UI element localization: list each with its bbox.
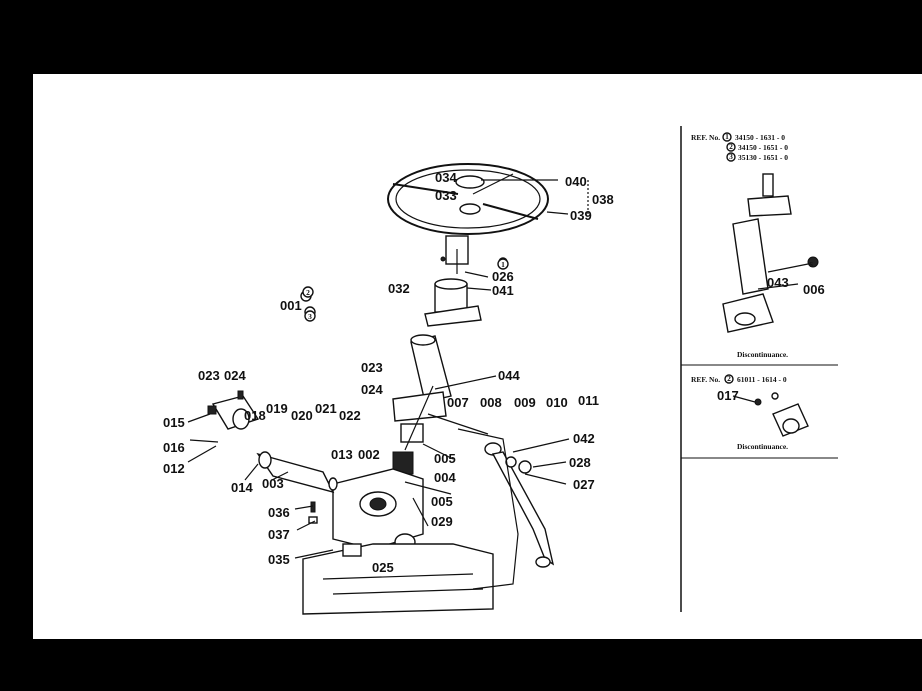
inset-column-drawing xyxy=(722,173,819,333)
label-007: 007 xyxy=(447,395,469,410)
callout-3: 3 xyxy=(308,312,312,321)
label-033: 033 xyxy=(435,188,457,203)
ref1-caption: Discontinuance. xyxy=(737,350,788,359)
callout-2: 2 xyxy=(306,288,310,297)
steering-parts-diagram: 034 033 040 038 039 001 032 026 041 023 … xyxy=(163,126,838,615)
label-017: 017 xyxy=(717,388,739,403)
label-019: 019 xyxy=(266,401,288,416)
label-022: 022 xyxy=(339,408,361,423)
label-044: 044 xyxy=(498,368,520,383)
ref1-title: REF. No. xyxy=(691,133,720,142)
steering-gearbox xyxy=(302,468,494,615)
label-026: 026 xyxy=(492,269,514,284)
label-024: 024 xyxy=(361,382,383,397)
svg-text:2: 2 xyxy=(729,142,733,151)
label-023: 023 xyxy=(361,360,383,375)
ref2-title: REF. No. xyxy=(691,375,720,384)
label-009: 009 xyxy=(514,395,536,410)
label-006: 006 xyxy=(803,282,825,297)
callout-markers: 2 3 1 xyxy=(302,258,509,322)
label-005-upper: 005 xyxy=(434,451,456,466)
label-041: 041 xyxy=(492,283,514,298)
label-027: 027 xyxy=(573,477,595,492)
label-016: 016 xyxy=(163,440,185,455)
label-028: 028 xyxy=(569,455,591,470)
label-043: 043 xyxy=(767,275,789,290)
svg-text:2: 2 xyxy=(727,374,731,383)
drag-link-assembly xyxy=(457,428,555,590)
ref1-line3: 35130 - 1651 - 0 xyxy=(738,153,788,162)
inset-flange-drawing xyxy=(732,392,809,437)
label-010: 010 xyxy=(546,395,568,410)
label-001: 001 xyxy=(280,298,302,313)
label-012: 012 xyxy=(163,461,185,476)
label-032: 032 xyxy=(388,281,410,296)
part-number-labels: 034 033 040 038 039 001 032 026 041 023 … xyxy=(163,170,614,575)
label-023-flange: 023 xyxy=(198,368,220,383)
label-020: 020 xyxy=(291,408,313,423)
label-011: 011 xyxy=(578,393,599,408)
label-042: 042 xyxy=(573,431,595,446)
label-039: 039 xyxy=(570,208,592,223)
label-035: 035 xyxy=(268,552,290,567)
label-036: 036 xyxy=(268,505,290,520)
label-008: 008 xyxy=(480,395,502,410)
label-014: 014 xyxy=(231,480,253,495)
side-panel: REF. No. 1 34150 - 1631 - 0 2 34150 - 16… xyxy=(680,126,838,612)
label-005-lower: 005 xyxy=(431,494,453,509)
leader-lines xyxy=(187,179,589,559)
label-038: 038 xyxy=(592,192,614,207)
ref2-caption: Discontinuance. xyxy=(737,442,788,451)
parts-diagram-sheet: 034 033 040 038 039 001 032 026 041 023 … xyxy=(33,74,922,639)
svg-text:1: 1 xyxy=(725,132,729,141)
svg-text:3: 3 xyxy=(729,152,733,161)
label-003: 003 xyxy=(262,476,284,491)
steering-column xyxy=(376,235,482,491)
label-034: 034 xyxy=(435,170,457,185)
steering-wheel xyxy=(387,163,549,235)
label-002: 002 xyxy=(358,447,380,462)
label-013: 013 xyxy=(331,447,353,462)
ref2-line1: 61011 - 1614 - 0 xyxy=(737,375,787,384)
ref1-line1: 34150 - 1631 - 0 xyxy=(735,133,785,142)
callout-1: 1 xyxy=(501,260,505,269)
label-021: 021 xyxy=(315,401,337,416)
label-037: 037 xyxy=(268,527,290,542)
label-025: 025 xyxy=(372,560,394,575)
label-029: 029 xyxy=(431,514,453,529)
ref1-line2: 34150 - 1651 - 0 xyxy=(738,143,788,152)
sector-shaft-assembly xyxy=(207,390,338,494)
label-040: 040 xyxy=(565,174,587,189)
label-018: 018 xyxy=(244,408,266,423)
label-015: 015 xyxy=(163,415,185,430)
label-024-flange: 024 xyxy=(224,368,246,383)
label-004: 004 xyxy=(434,470,456,485)
callout-6: 6 xyxy=(809,260,813,269)
